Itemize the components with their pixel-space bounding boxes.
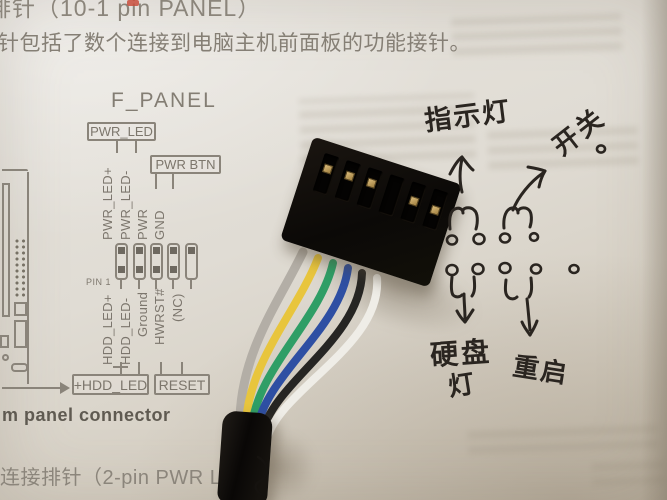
stray-wire-curl	[254, 455, 268, 497]
header-pin	[118, 266, 125, 273]
header-column	[115, 243, 128, 280]
tick	[138, 280, 140, 289]
pin1-label: PIN 1	[86, 277, 112, 287]
header-pin	[170, 266, 177, 273]
bleedthrough-text-area	[451, 13, 623, 63]
motherboard-outline	[27, 172, 29, 384]
header-column	[133, 243, 146, 280]
handwritten-underbrace-right-arrow	[503, 276, 539, 337]
header-pin	[118, 247, 125, 254]
pin-label-ground: Ground	[135, 291, 150, 337]
lead-line	[116, 141, 118, 153]
page-edge-shading	[641, 0, 667, 500]
reset-box-label: RESET	[158, 376, 206, 393]
pin-label-gnd: GND	[152, 210, 167, 240]
pwr-btn-box: PWR BTN	[150, 155, 221, 174]
lead-line	[172, 174, 174, 189]
header-pin	[188, 247, 195, 254]
motherboard-component	[14, 320, 27, 348]
intro-text: 针包括了数个连接到电脑主机前面板的功能接针。	[0, 32, 471, 55]
pwr-btn-box-label: PWR BTN	[155, 157, 216, 172]
connector-slot	[312, 152, 340, 196]
connector-slot	[334, 160, 362, 203]
pwr-led-box: PWR_LED	[87, 122, 156, 141]
tick	[172, 280, 174, 289]
connector-slot	[356, 167, 384, 210]
pin-label-pwr-led-minus: PWR_LED-	[118, 170, 133, 240]
hdd-led-box-label: +HDD_LED	[73, 376, 148, 393]
red-pen-mark	[127, 0, 139, 6]
connector-diagram-title: F_PANEL	[111, 89, 217, 112]
handwritten-overbrace-left	[448, 206, 479, 231]
header-pin	[153, 247, 160, 254]
handwritten-pin-dots	[445, 144, 607, 277]
motherboard-slot-small	[11, 363, 28, 372]
header-column-nc	[185, 243, 198, 280]
handwritten-diagonal-arrow	[511, 165, 547, 212]
wire-bundle	[234, 247, 382, 460]
handwritten-marks	[445, 144, 607, 337]
lead-line	[120, 362, 122, 375]
tick	[155, 280, 157, 289]
header-pin	[153, 266, 160, 273]
pin-label-hwrst: HWRST#	[152, 288, 167, 345]
pin-label-pwr-led-plus: PWR_LED+	[100, 167, 115, 240]
motherboard-pin-header	[14, 238, 27, 298]
motherboard-component	[0, 335, 9, 348]
handwritten-overbrace-right	[502, 206, 533, 230]
motherboard-slot	[2, 183, 10, 317]
section-heading: 排针（10-1 pin PANEL）	[0, 0, 262, 21]
hdd-led-box: +HDD_LED	[72, 374, 149, 395]
header-pin	[136, 266, 143, 273]
header-column	[150, 243, 163, 280]
tick	[120, 280, 122, 289]
lead-line	[160, 362, 162, 375]
reset-box: RESET	[154, 374, 210, 395]
motherboard-outline	[2, 169, 28, 171]
pin-label-hdd-led-plus: HDD_LED+	[100, 294, 115, 365]
header-pin	[170, 247, 177, 254]
pin-label-hdd-led-minus: HDD_LED-	[118, 297, 133, 365]
lead-line	[135, 141, 137, 153]
lead-line	[155, 174, 157, 189]
pwr-led-box-label: PWR_LED	[90, 124, 153, 139]
wire-yellow	[240, 254, 322, 450]
callout-arrow-line	[2, 387, 62, 389]
footer-heading: 连接排针（2-pin PWR L	[0, 467, 222, 489]
lead-line	[113, 366, 128, 368]
handwritten-up-arrow	[448, 155, 475, 194]
header-pin	[136, 247, 143, 254]
motherboard-component	[14, 302, 27, 316]
caption-bold: m panel connector	[2, 405, 171, 425]
callout-arrow-head	[60, 382, 70, 394]
lead-line	[181, 362, 183, 375]
lead-line	[138, 362, 140, 375]
wire-gray	[234, 247, 308, 447]
pin-label-pwr: PWR	[135, 208, 150, 240]
header-column	[167, 243, 180, 280]
tick	[190, 280, 192, 289]
motherboard-hole	[2, 354, 9, 361]
handwritten-underbrace-left-arrow	[449, 275, 477, 324]
